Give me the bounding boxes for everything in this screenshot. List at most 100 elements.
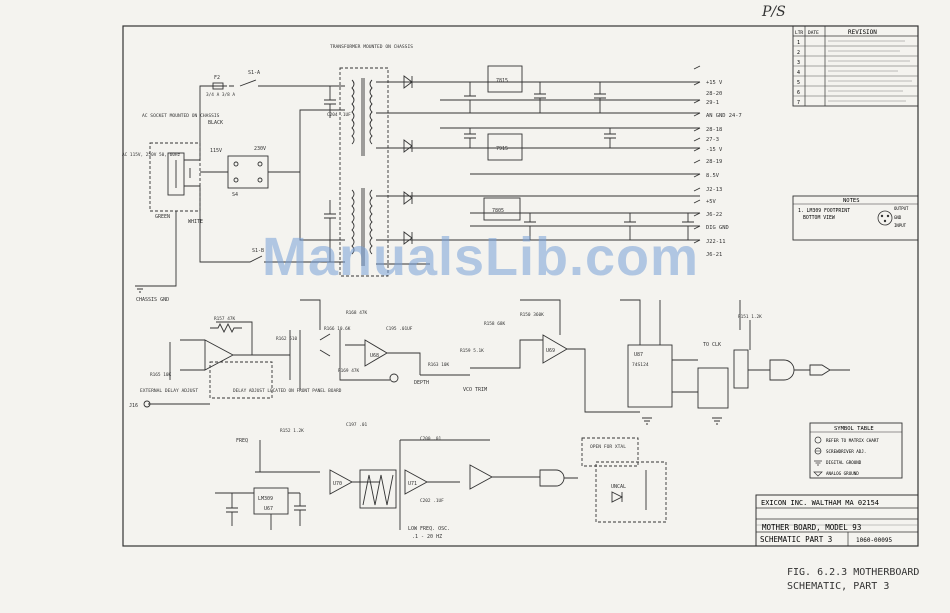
symbol-digital-ground: DIGITAL GROUND: [826, 460, 862, 465]
s4-label: S4: [232, 192, 238, 198]
low-freq-label: LOW FREQ. OSC.: [408, 526, 450, 532]
drawing-border: [122, 25, 919, 547]
rail-j22-11: J22-11: [706, 239, 725, 245]
notes-title: NOTES: [843, 198, 860, 204]
part-c197: C197 .01: [346, 422, 368, 428]
figure-caption: FIG. 6.2.3 MOTHERBOARD SCHEMATIC, PART 3: [787, 566, 919, 594]
ac-rating-label: AC 115V, 250V 50, 60Hz: [122, 152, 181, 158]
revision-row-numbers: 1 2 3 4 5 6 7: [797, 40, 800, 106]
revision-col-ltr: LTR: [795, 30, 803, 36]
rail-27-3: 27-3: [706, 137, 719, 143]
green-wire-label: GREEN: [155, 214, 170, 220]
delay-adj-label: DELAY ADJUST LOCATED ON FRONT PANEL BOAR…: [233, 388, 342, 394]
power-section-wiring: [135, 65, 701, 293]
signal-labels: J16 EXTERNAL DELAY ADJUST DELAY ADJUST L…: [129, 112, 762, 540]
part-r152: R152 1.2K: [280, 428, 304, 434]
symbol-analog-ground: ANALOG GROUND: [826, 471, 859, 476]
white-wire-label: WHITE: [188, 219, 203, 225]
revision-row-7: 7: [797, 100, 800, 106]
open-for-xtal-label: OPEN FOR XTAL: [590, 444, 626, 450]
signal-section-wiring: [143, 299, 850, 530]
part-r158: R158 68K: [484, 321, 506, 327]
uncal-label: UNCAL: [611, 484, 626, 490]
power-labels: AC SOCKET MOUNTED ON CHASSIS AC 115V, 25…: [122, 44, 508, 303]
rail-28-19: 28-19: [706, 159, 722, 165]
symbol-refer-matrix: REFER TO MATRIX CHART: [826, 438, 879, 443]
rail-j6-21: J6-21: [706, 252, 722, 258]
revision-row-1: 1: [797, 40, 800, 46]
title-board: MOTHER BOARD, MODEL 93: [762, 523, 861, 532]
black-wire-label: BLACK: [208, 120, 223, 126]
symbol-table: [809, 422, 903, 479]
revision-row-5: 5: [797, 80, 800, 86]
revision-row-6: 6: [797, 90, 800, 96]
title-sheet: SCHEMATIC PART 3: [760, 535, 832, 544]
revision-header: REVISION: [848, 29, 877, 36]
rail-minus15v: -15 V: [706, 147, 723, 153]
part-r162: R162 510: [276, 336, 298, 342]
freq-label: FREQ: [236, 438, 248, 444]
low-freq-range-label: .1 - 20 HZ: [412, 534, 442, 540]
regulator-7815: 7815: [496, 78, 508, 84]
part-c204: C204 .1UF: [327, 112, 351, 118]
caption-line2: SCHEMATIC, PART 3: [787, 581, 890, 592]
notes-line1: 1. LM309 FOOTPRINT: [798, 208, 850, 214]
ic-u87: U87: [634, 352, 643, 358]
notes-block: [792, 195, 919, 241]
symbol-table-title: SYMBOL TABLE: [834, 426, 874, 432]
ic-lm309: LM309: [258, 496, 273, 502]
part-r163: R163 10K: [428, 362, 450, 368]
regulator-7805: 7805: [492, 208, 504, 214]
to-clk-label: TO CLK: [703, 342, 721, 348]
notes-line2: BOTTOM VIEW: [803, 215, 835, 221]
caption-line1: FIG. 6.2.3 MOTHERBOARD: [787, 567, 920, 578]
rail-plus5v: +5V: [706, 199, 716, 205]
revision-row-3: 3: [797, 60, 800, 66]
rail-28-18: 28-18: [706, 127, 722, 133]
chassis-gnd-label: CHASSIS GND: [136, 297, 169, 303]
s1a-label: S1-A: [248, 70, 260, 76]
regulator-7915: 7915: [496, 146, 508, 152]
notes-pin-gnd: GND: [894, 215, 902, 220]
depth-label: DEPTH: [414, 380, 429, 386]
s1b-label: S1-B: [252, 248, 264, 254]
part-c200: C200 .01: [420, 436, 442, 442]
revision-col-date: DATE: [808, 30, 819, 36]
ext-delay-label: EXTERNAL DELAY ADJUST: [140, 388, 198, 394]
part-r166: R166 10.6K: [324, 326, 351, 332]
revision-block: [792, 25, 919, 107]
j16-label: J16: [129, 403, 138, 409]
fuse-label: F2: [214, 75, 220, 81]
ic-u69: U69: [546, 348, 555, 354]
part-r150: R150 360K: [520, 312, 544, 318]
watermark: ManualsLib.com: [262, 227, 700, 287]
revision-row-4: 4: [797, 70, 800, 76]
rail-8-5v: 8.5V: [706, 173, 720, 179]
revision-row-2: 2: [797, 50, 800, 56]
part-r159: R159 5.1K: [460, 348, 484, 354]
rail-labels: +15 V 28-20 29-1 AN GND 24-7 28-18 27-3 …: [706, 80, 742, 258]
transformer-label: TRANSFORMER MOUNTED ON CHASSIS: [330, 44, 413, 50]
part-r157: R157 47K: [214, 316, 236, 322]
ic-u71: U71: [408, 481, 417, 487]
ic-u67: U67: [264, 506, 273, 512]
symbol-screwdriver-adj: SCREWDRIVER ADJ.: [826, 449, 866, 454]
ac-socket-label: AC SOCKET MOUNTED ON CHASSIS: [142, 113, 220, 119]
notes-pin-in: INPUT: [894, 223, 907, 228]
v230-label: 230V: [254, 146, 266, 152]
rail-28-20: 28-20: [706, 91, 722, 97]
part-r168: R168 47K: [346, 310, 368, 316]
rail-plus15v: +15 V: [706, 80, 723, 86]
page-mark: P/S: [762, 4, 786, 20]
part-c202: C202 .1UF: [420, 498, 444, 504]
rail-j6-22: J6-22: [706, 212, 722, 218]
rail-dig-gnd: DIG GND: [706, 225, 729, 231]
notes-pin-out: OUTPUT: [894, 206, 909, 211]
title-company: EXICON INC. WALTHAM MA 02154: [761, 499, 879, 507]
title-block: [755, 494, 919, 547]
part-r165: R165 10K: [150, 372, 172, 378]
rail-j2-13: J2-13: [706, 187, 722, 193]
vco-trim-label: VCO TRIM: [463, 387, 487, 393]
part-c195: C195 .01UF: [386, 326, 413, 332]
